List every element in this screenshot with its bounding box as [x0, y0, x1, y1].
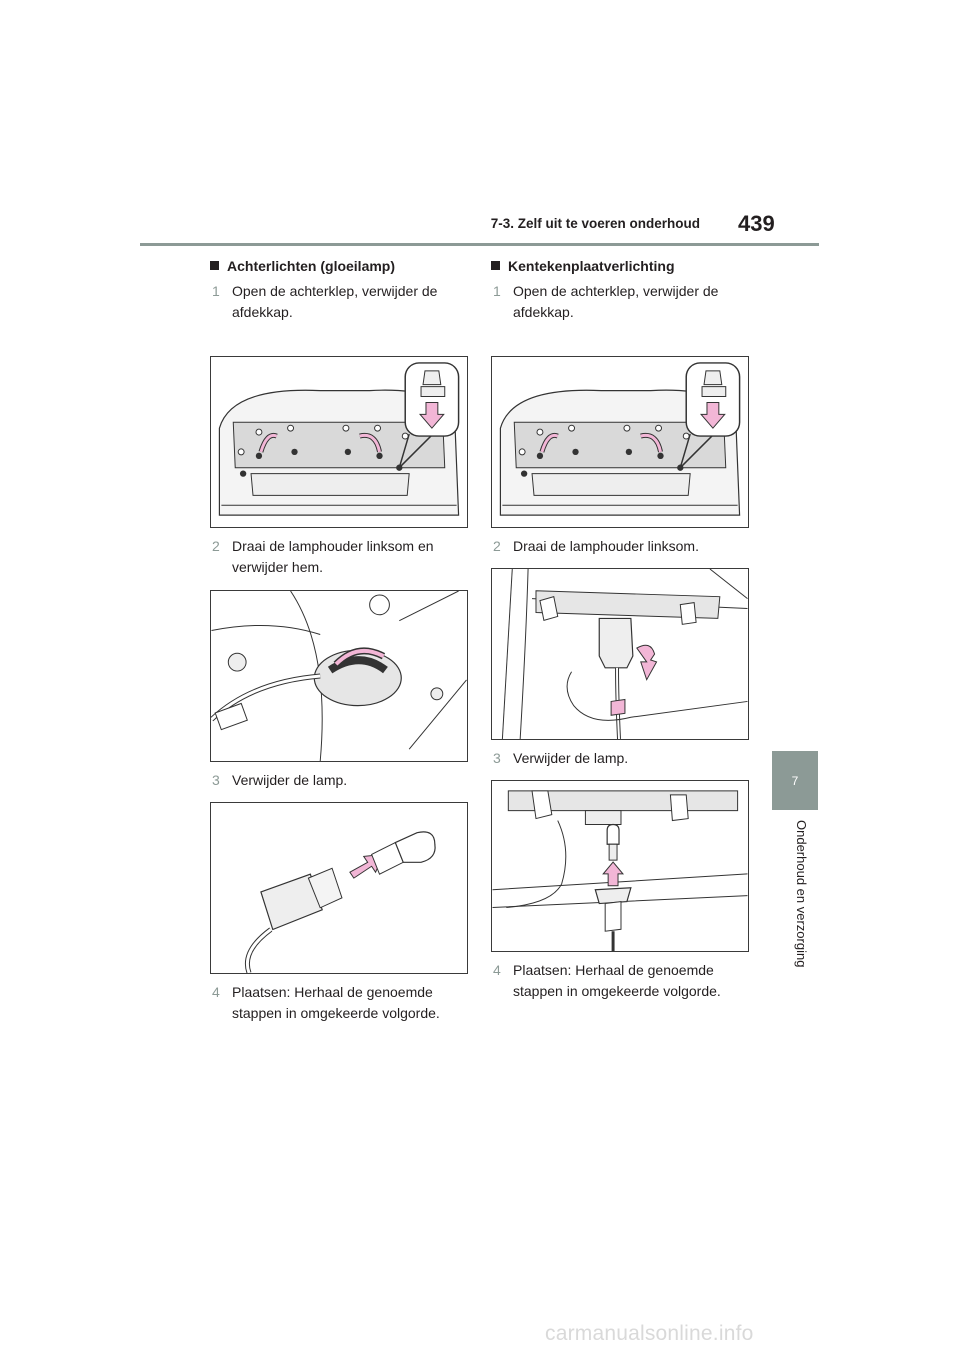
square-bullet-icon	[491, 261, 500, 270]
figure-remove-bulb	[210, 802, 468, 974]
figure-lamp-holder	[210, 590, 468, 762]
step-3: 3 Verwijder de lamp.	[212, 772, 348, 788]
figure-plate-bulb	[491, 780, 749, 952]
step-1: 1 Open de achterklep, verwijder de afdek…	[212, 283, 438, 320]
section-title: 7-3. Zelf uit te voeren onderhoud	[490, 216, 700, 231]
remove-bulb-illustration	[244, 831, 436, 973]
step-4: 4 Plaatsen: Herhaal de genoemde stappen …	[493, 962, 721, 999]
header-rule	[140, 243, 819, 246]
square-bullet-icon	[210, 261, 219, 270]
plate-bulb-illustration	[492, 790, 748, 951]
step-4: 4 Plaatsen: Herhaal de genoemde stappen …	[212, 984, 440, 1021]
chapter-tab[interactable]: 7	[772, 751, 818, 810]
lamp-holder-illustration	[211, 591, 467, 761]
section-tail-lights: Achterlichten (gloeilamp) 1 Open de acht…	[210, 255, 472, 1024]
step-2: 2 Draai de lamphouder linksom en verwijd…	[212, 538, 434, 575]
section-heading: Achterlichten (gloeilamp)	[210, 257, 472, 281]
figure-plate-lamp-holder	[491, 568, 749, 740]
section-heading: Kentekenplaatverlichting	[491, 257, 753, 281]
chapter-label: Onderhoud en verzorging	[794, 820, 809, 968]
page-number: 439	[738, 211, 775, 236]
trunk-cover-illustration	[218, 362, 460, 516]
plate-lamp-holder-illustration	[501, 569, 748, 739]
step-3: 3 Verwijder de lamp.	[493, 750, 629, 766]
step-2: 2 Draai de lamphouder linksom.	[493, 538, 699, 554]
figure-trunk-cover	[491, 356, 749, 528]
step-1: 1 Open de achterklep, verwijder de afdek…	[493, 283, 719, 320]
section-license-plate-light: Kentekenplaatverlichting 1 Open de achte…	[491, 255, 753, 1002]
figure-trunk-cover	[210, 356, 468, 528]
trunk-cover-illustration	[499, 362, 741, 516]
watermark: carmanualsonline.info	[545, 1322, 754, 1345]
